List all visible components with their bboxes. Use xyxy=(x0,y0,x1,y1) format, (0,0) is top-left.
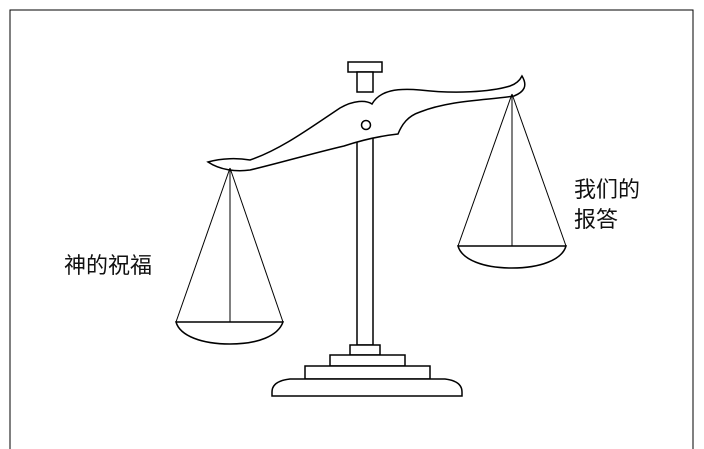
diagram-frame xyxy=(9,9,694,449)
right-hanger-right xyxy=(511,93,567,247)
base-step-middle xyxy=(329,354,406,367)
left-hanger-right xyxy=(229,167,284,323)
beam-pivot xyxy=(360,119,372,131)
right-pan-label-line2: 报答 xyxy=(574,207,619,233)
left-pan xyxy=(175,321,285,345)
right-pan-label-line1: 我们的 xyxy=(574,178,641,203)
left-pan-label: 神的祝福 xyxy=(64,254,153,279)
pillar-neck xyxy=(356,71,374,93)
pillar-cap xyxy=(347,61,383,73)
left-hanger-left xyxy=(175,167,231,323)
base-step-lower xyxy=(304,365,431,380)
right-pan-label: 我们的 报答 xyxy=(574,176,640,235)
pillar xyxy=(356,134,374,346)
base-plate xyxy=(271,378,463,397)
base-step-top xyxy=(349,344,381,356)
right-hanger-left xyxy=(457,93,513,247)
right-pan xyxy=(457,245,567,269)
